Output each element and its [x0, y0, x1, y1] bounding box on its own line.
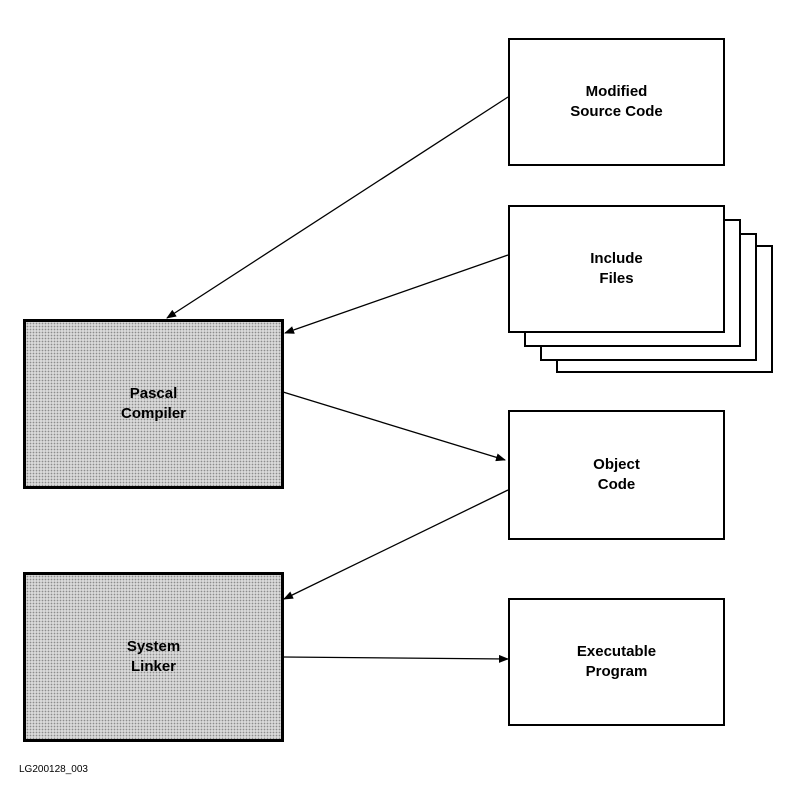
- include-files-label-line2: Files: [599, 270, 634, 287]
- object-code-label-line1: Object: [593, 456, 640, 473]
- modified-source-code-label-line2: Source Code: [570, 103, 663, 120]
- modified-source-code-label-line1: Modified: [585, 83, 648, 100]
- arrow-linker-to-executable: [282, 654, 509, 663]
- pascal-compiler-label-line1: Pascal: [129, 385, 178, 402]
- system-linker-box: System Linker: [23, 572, 284, 742]
- arrow-object-to-linker: [283, 489, 509, 600]
- executable-program-box: Executable Program: [508, 598, 725, 726]
- modified-source-code-box: Modified Source Code: [508, 38, 725, 166]
- system-linker-label-line1: System: [126, 638, 181, 655]
- executable-program-label-line1: Executable: [576, 643, 657, 660]
- pascal-compiler-box: Pascal Compiler: [23, 319, 284, 489]
- pascal-compiler-label-line2: Compiler: [120, 405, 186, 422]
- arrow-compiler-to-object: [282, 391, 506, 462]
- object-code-label-line2: Code: [597, 476, 636, 493]
- include-files-box: Include Files: [508, 205, 725, 333]
- executable-program-label-line2: Program: [585, 663, 648, 680]
- object-code-box: Object Code: [508, 410, 725, 540]
- figure-id: LG200128_003: [19, 764, 88, 775]
- arrow-include-to-compiler: [284, 254, 509, 334]
- include-files-label-line1: Include: [590, 250, 643, 267]
- arrow-source-to-compiler: [166, 96, 509, 319]
- system-linker-label-line2: Linker: [130, 658, 176, 675]
